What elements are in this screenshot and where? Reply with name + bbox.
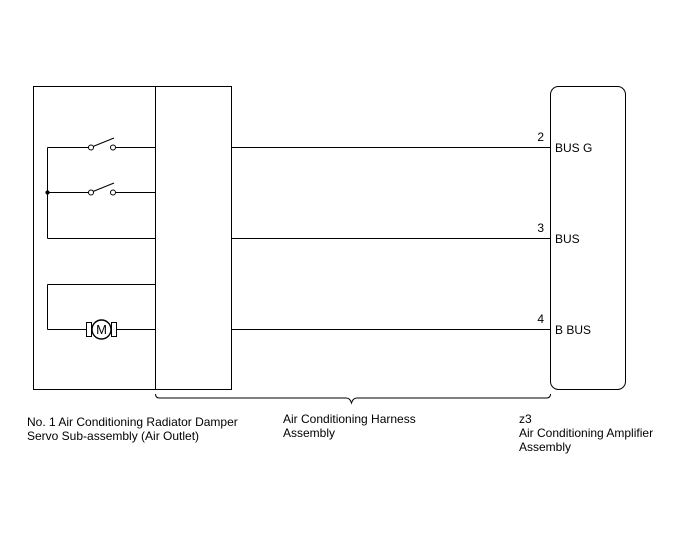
brace-icon: [155, 393, 551, 405]
caption-line: Air Conditioning Harness: [283, 412, 416, 426]
pin-number: 4: [537, 312, 544, 326]
damper-servo-caption: No. 1 Air Conditioning Radiator Damper S…: [27, 415, 238, 443]
caption-line: Assembly: [283, 426, 336, 440]
switch-icon: [88, 137, 116, 151]
signal-label: BUS G: [555, 141, 592, 155]
pin-number: 2: [537, 130, 544, 144]
caption-line: Assembly: [519, 440, 572, 454]
connector-code: z3: [519, 412, 532, 426]
switch-network: [47, 147, 156, 239]
pin-number: 3: [537, 221, 544, 235]
junction-dot: [45, 190, 50, 195]
signal-label: BUS: [555, 232, 580, 246]
caption-line: No. 1 Air Conditioning Radiator Damper: [27, 415, 238, 429]
motor-circuit: [47, 284, 156, 330]
motor-symbol: M: [96, 322, 107, 337]
caption-line: Air Conditioning Amplifier: [519, 426, 654, 440]
signal-label: B BUS: [555, 323, 591, 337]
harness-caption: Air Conditioning Harness Assembly: [283, 412, 416, 440]
switch-icon: [88, 182, 116, 196]
amplifier-caption: z3 Air Conditioning Amplifier Assembly: [519, 412, 653, 454]
caption-line: Servo Sub-assembly (Air Outlet): [27, 429, 200, 443]
motor-icon: [86, 319, 117, 340]
